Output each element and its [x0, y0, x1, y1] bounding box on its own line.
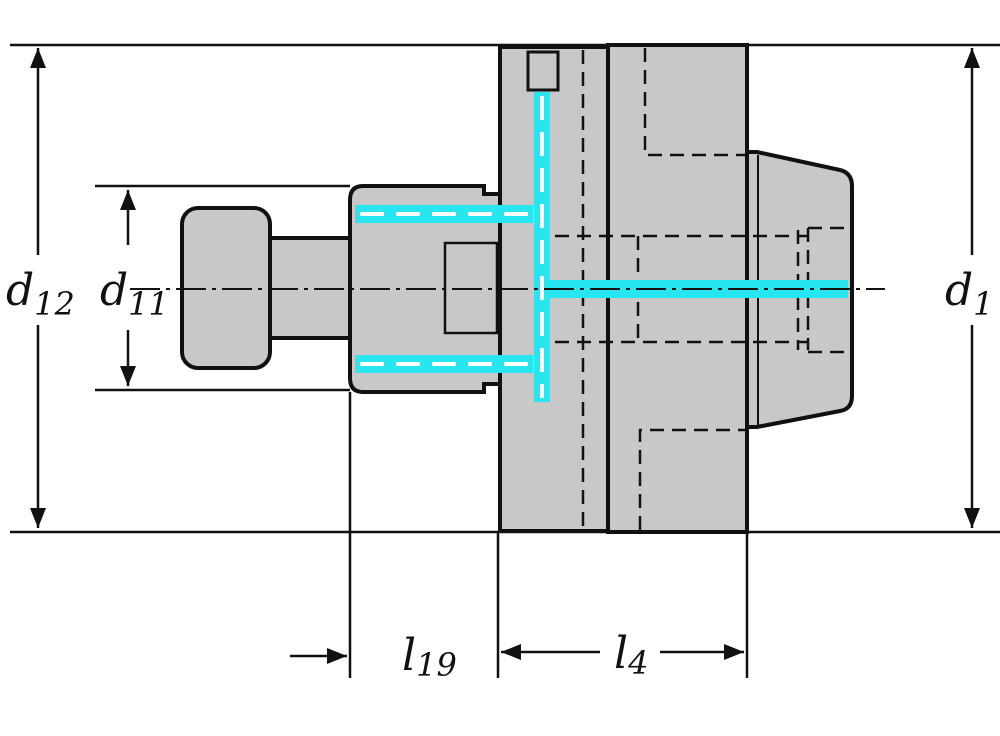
l4-label: l4	[614, 628, 648, 682]
l4-label-main: l	[614, 628, 628, 679]
d12-label: d12	[6, 265, 75, 323]
coolant-dash-marks	[360, 96, 544, 398]
d1-label: d1	[945, 265, 994, 323]
l19-label: l19	[402, 630, 457, 684]
dimension-lines	[30, 48, 980, 664]
l4-label-sub: 4	[627, 644, 648, 682]
d11-label-sub: 11	[128, 285, 169, 323]
d11-label: d11	[100, 265, 169, 323]
l19-label-main: l	[402, 630, 416, 681]
hidden-pocket-top	[643, 48, 745, 157]
d1-label-main: d	[945, 265, 973, 316]
l19-label-sub: 19	[416, 646, 457, 684]
dimension-labels: d12 d11 d1 l19 l4	[6, 265, 994, 684]
d12-label-sub: 12	[34, 285, 75, 323]
channel-plug	[526, 50, 560, 92]
d11-label-main: d	[100, 265, 128, 316]
hidden-pocket-bottom	[638, 428, 745, 530]
d12-label-main: d	[6, 265, 34, 316]
d1-label-sub: 1	[973, 285, 993, 323]
hidden-lines	[555, 48, 850, 530]
